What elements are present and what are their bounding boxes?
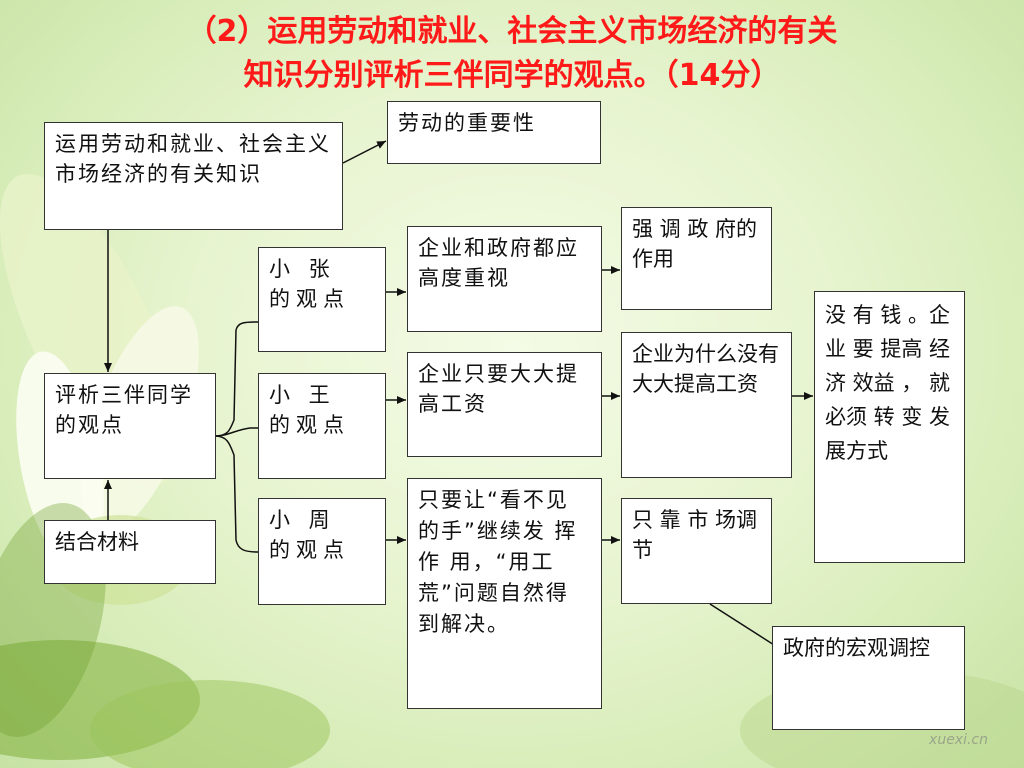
macro-control-box: 政府的宏观调控 [772, 626, 965, 730]
zhou-view-box: 只要让“看不见的手”继续发 挥 作 用，“用工荒”问题自然得到解决。 [407, 478, 602, 709]
knowledge-box: 运用劳动和就业、社会主义市场经济的有关知识 [44, 122, 343, 230]
student-wang-box: 小 王 的观点 [258, 373, 386, 479]
student-zhou-box: 小 周 的观点 [258, 498, 386, 605]
student-zhang-box: 小 张 的观点 [258, 247, 386, 352]
title-line-2: 知识分别评析三伴同学的观点。（14分） [243, 58, 781, 93]
watermark: xuexi.cn [929, 732, 988, 748]
combine-box: 结合材料 [44, 520, 216, 584]
gov-role-box: 强 调 政 府的作用 [621, 207, 772, 310]
evaluate-box: 评析三伴同学的观点 [44, 373, 216, 479]
zhang-view-box: 企业和政府都应高度重视 [407, 226, 602, 332]
no-money-box: 没 有 钱 。企 业 要 提高 经 济 效益 ， 就 必须 转 变 发展方式 [814, 291, 965, 563]
labor-importance-box: 劳动的重要性 [387, 101, 601, 164]
title-line-1: （2）运用劳动和就业、社会主义市场经济的有关 [186, 14, 838, 49]
slide-title: （2）运用劳动和就业、社会主义市场经济的有关 知识分别评析三伴同学的观点。（14… [20, 10, 1004, 98]
wang-view-box: 企业只要大大提高工资 [407, 352, 602, 457]
market-only-box: 只 靠 市 场调节 [621, 498, 772, 604]
why-wages-box: 企业为什么没有大大提高工资 [621, 332, 792, 478]
